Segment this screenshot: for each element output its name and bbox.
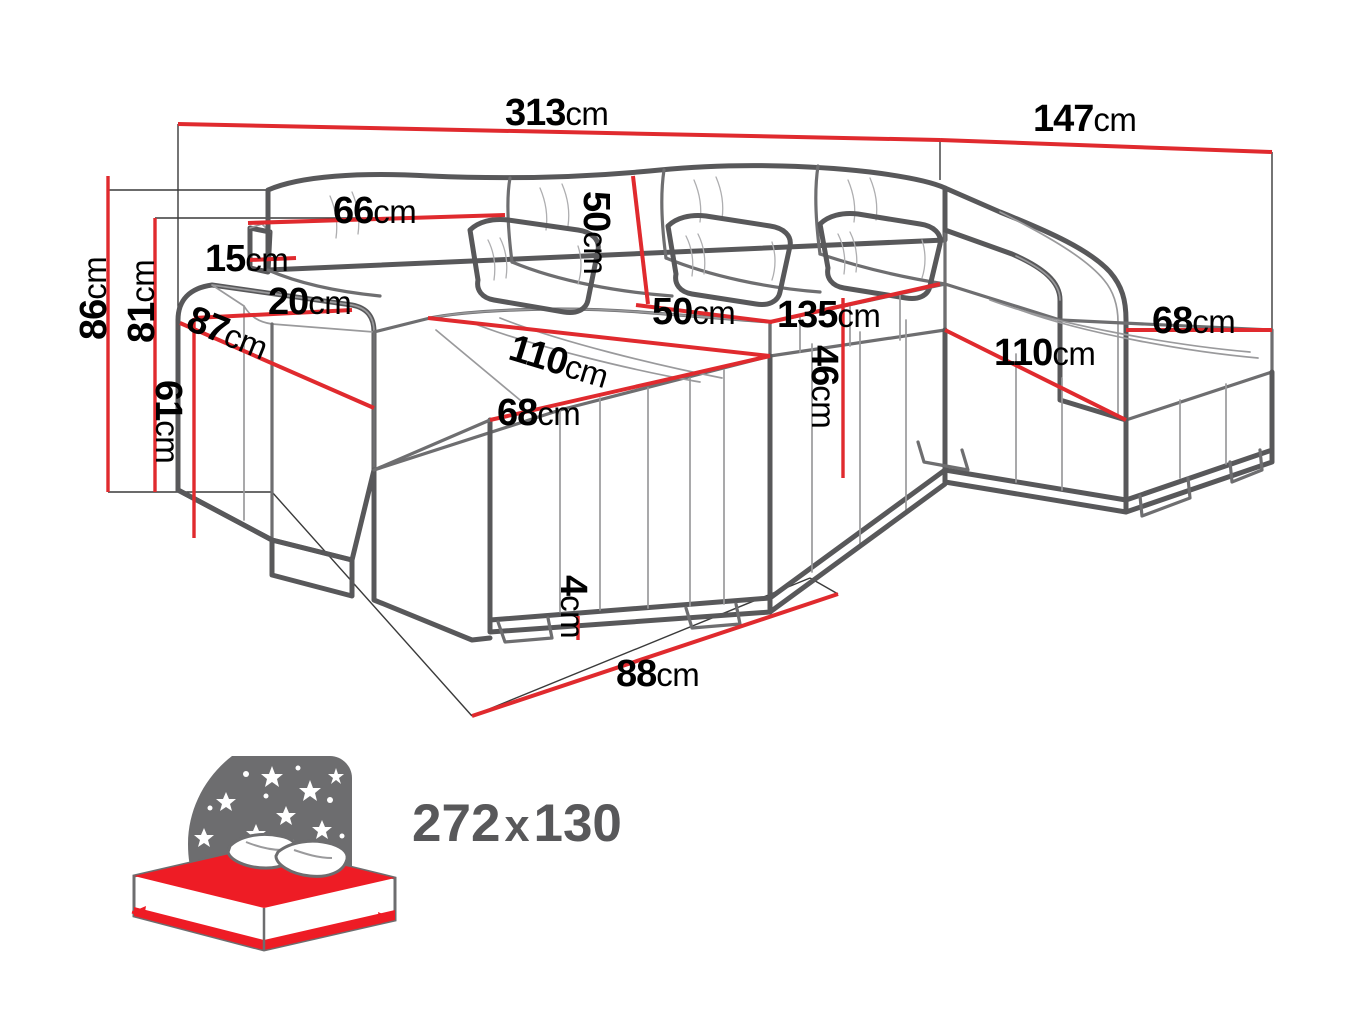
dim-unit: cm: [805, 385, 842, 429]
dim-value: 313: [505, 92, 566, 134]
sleeping-area-size-label: 272x130: [412, 793, 622, 854]
dim-value: 68: [497, 392, 538, 434]
dim-unit: cm: [373, 193, 417, 230]
throw-pillow-center: [665, 213, 793, 307]
dim-value: 50: [575, 191, 617, 232]
dim-value: 110: [994, 332, 1053, 374]
dim-value: 147: [1033, 98, 1094, 140]
extension-lines: [108, 124, 1273, 717]
dim-label-backrest-top-height: 81cm: [121, 259, 163, 343]
sofa-legs-right: [916, 440, 1264, 518]
dim-value: 88: [616, 653, 657, 695]
dim-value: 86: [73, 299, 115, 340]
dim-value: 66: [333, 190, 374, 232]
dim-unit: cm: [656, 656, 700, 693]
dim-unit: cm: [1192, 303, 1236, 340]
dim-unit: cm: [1093, 101, 1137, 138]
dim-unit: cm: [565, 95, 609, 132]
dim-label-armrest-top-width: 15cm: [205, 238, 289, 280]
dim-value: 68: [1152, 300, 1193, 342]
sofa-bed-sleeping-area-icon: [131, 756, 397, 952]
dim-label-backrest-height: 50cm: [575, 191, 617, 275]
dim-value: 50: [652, 291, 693, 333]
dim-value: 15: [205, 238, 246, 280]
dim-label-seat-width-center: 135cm: [777, 294, 881, 336]
dim-label-backrest-width-left: 66cm: [333, 190, 417, 232]
dim-unit: cm: [76, 256, 113, 300]
dim-unit: cm: [149, 420, 186, 464]
dim-label-seat-depth-left: 68cm: [497, 392, 581, 434]
dim-label-seat-height: 46cm: [803, 345, 845, 429]
dim-value: 81: [121, 302, 163, 343]
dim-unit: cm: [245, 241, 289, 278]
dim-label-right-seat-length: 110cm: [994, 332, 1096, 374]
dim-label-armrest-width: 20cm: [268, 281, 352, 323]
sofa-legs-left: [496, 602, 742, 644]
dim-label-backrest-depth: 50cm: [652, 291, 736, 333]
bed-length-value: 130: [533, 794, 622, 853]
dimension-lines: [106, 122, 1273, 718]
dim-unit: cm: [837, 297, 881, 334]
dim-value: 61: [147, 380, 189, 421]
dim-label-chaise-depth: 88cm: [616, 653, 700, 695]
dim-unit: cm: [308, 284, 352, 321]
dim-unit: cm: [124, 259, 161, 303]
dim-unit: cm: [537, 395, 581, 432]
dim-label-overall-width: 313cm: [505, 92, 609, 134]
dim-label-right-seat-depth: 68cm: [1152, 300, 1236, 342]
throw-pillow-left: [467, 217, 601, 315]
bed-size-separator: x: [504, 800, 530, 851]
dim-value: 135: [777, 294, 838, 336]
backrest-cushions: [265, 163, 948, 298]
right-chaise: [942, 185, 1275, 515]
dim-value: 4: [552, 575, 594, 596]
dim-unit: cm: [577, 231, 614, 275]
dim-label-total-height: 86cm: [73, 256, 115, 340]
dim-label-armrest-height: 61cm: [147, 380, 189, 464]
dim-unit: cm: [1052, 335, 1096, 372]
dim-unit: cm: [554, 595, 591, 639]
dim-label-right-depth: 147cm: [1033, 98, 1137, 140]
dim-label-leg-height: 4cm: [552, 575, 594, 639]
throw-pillow-right: [817, 211, 943, 301]
bed-width-value: 272: [412, 794, 501, 853]
dim-value: 20: [268, 281, 309, 323]
dim-unit: cm: [692, 294, 736, 331]
dim-value: 46: [803, 345, 845, 386]
